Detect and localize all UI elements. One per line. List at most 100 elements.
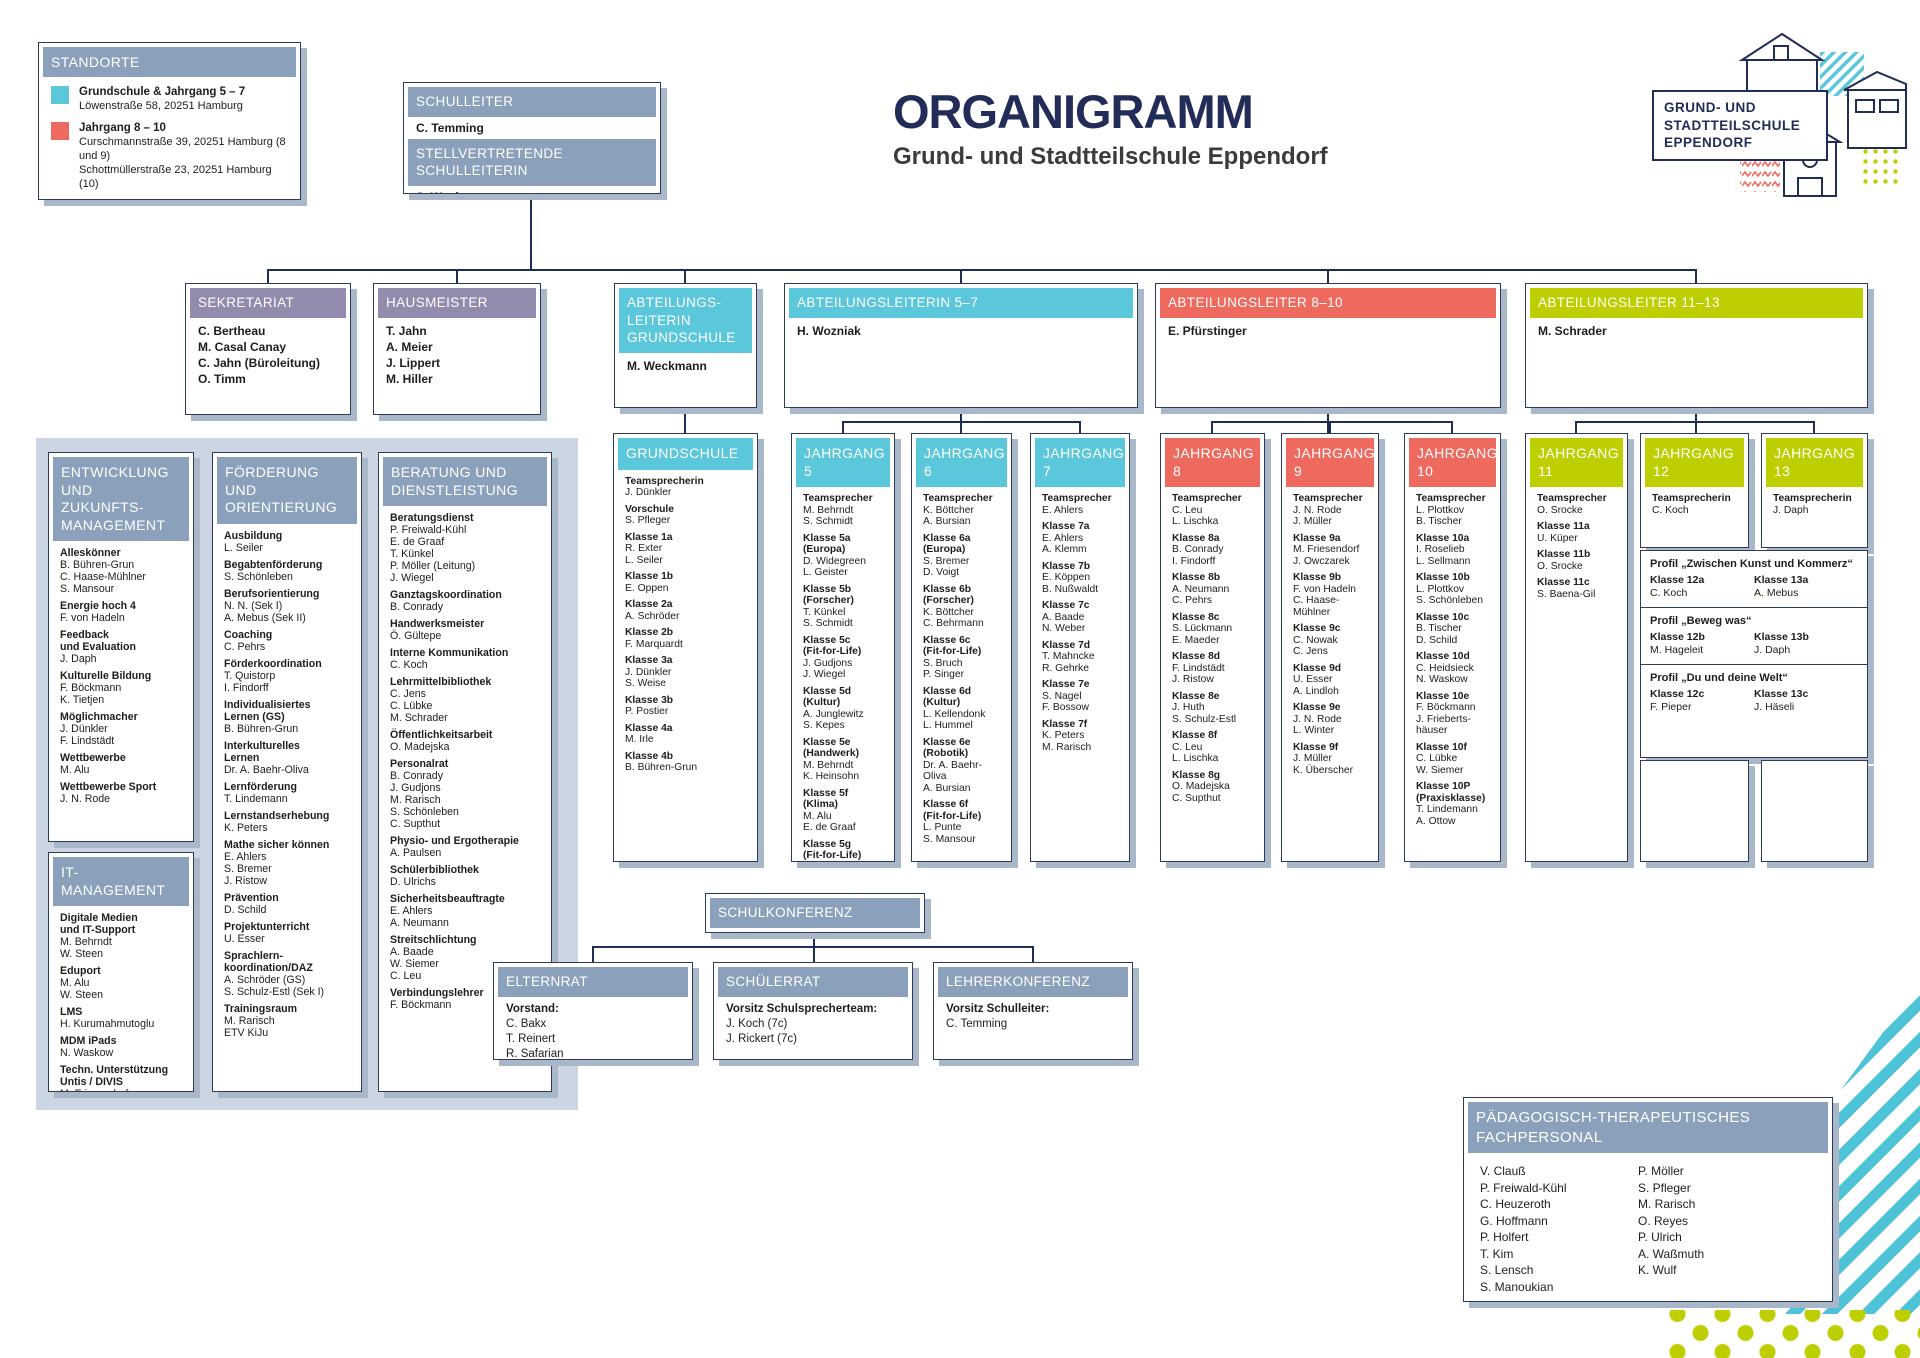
person-name: J. Dünkler [625, 666, 672, 678]
person-name: R. Exter [625, 543, 663, 554]
group-title: Teamsprecher [923, 493, 993, 504]
legend-color-swatch [51, 122, 69, 141]
person-name: T. Lindemann [1416, 804, 1478, 815]
profile-title: Profil „Beweg was“ [1650, 615, 1752, 627]
column-header-line: DIENSTLEISTUNG [391, 481, 518, 498]
person-name: A. Schröder (GS) [224, 973, 306, 986]
group-title: Wettbewerbe Sport [60, 781, 157, 793]
connector-line [1695, 408, 1697, 433]
person-name: S. Lensch [1480, 1263, 1534, 1277]
group-title: Lernstandserhebung [224, 809, 330, 822]
person-name: R. Gehrke [1042, 662, 1089, 674]
person-name: A. Waßmuth [1638, 1246, 1705, 1261]
person-name: S. Schönleben [224, 570, 293, 583]
person-name: K. Böttcher [923, 606, 974, 618]
group-title: Klasse 5d [803, 685, 852, 697]
column-header-line: JAHRGANG [804, 445, 885, 461]
person-name: S. Baena-Gil [1537, 588, 1596, 600]
group-title: Ausbildung [224, 529, 283, 542]
connector-line [1032, 947, 1034, 962]
group-title: Klasse 5b [803, 583, 852, 595]
group-title: Klasse 10a [1416, 532, 1470, 544]
column-header-line: JAHRGANG [1417, 445, 1498, 461]
class-label: Klasse 12a [1650, 574, 1705, 586]
legend-title: STANDORTE [43, 47, 296, 78]
connector-line [267, 269, 1697, 271]
box-header: SEKRETARIAT [190, 288, 346, 318]
schulleiter-name: C. Temming [416, 120, 484, 135]
box-header: LEHRERKONFERENZ [938, 967, 1128, 997]
person-name: S. Mansour [923, 833, 976, 845]
group-title: Klasse 11b [1537, 549, 1591, 560]
group-title: (Forscher) [923, 595, 974, 606]
column-header-line: UND [225, 481, 257, 498]
group-title: Klasse 11c [1537, 577, 1590, 588]
person-name: L. Lischka [1172, 753, 1219, 764]
person-name: C. Pehrs [1172, 595, 1213, 606]
person-name: B. Conrady [390, 770, 443, 782]
connector-line [1575, 421, 1815, 423]
person-name: D. Schild [1416, 634, 1458, 646]
fachpersonal-title: PÄDAGOGISCH-THERAPEUTISCHES FACHPERSONAL [1468, 1102, 1828, 1153]
group-title: Klasse 9f [1293, 741, 1339, 753]
group-title: Klasse 10b [1416, 572, 1470, 583]
person-name: L. Kellendonk [923, 708, 986, 720]
group-title: (Europa) [803, 544, 846, 555]
group-title: (Robotik) [923, 748, 969, 759]
person-name: S. Lückmann [1172, 623, 1233, 634]
column-header-line: 12 [1653, 462, 1670, 479]
empty-box-12 [1640, 760, 1749, 862]
group-title: Feedback [60, 629, 109, 641]
group-title: Handwerksmeister [390, 618, 485, 630]
profile-cell: Profil „Zwischen Kunst und Kommerz“ Klass… [1641, 551, 1867, 607]
profile-title: Profil „Zwischen Kunst und Kommerz“ [1650, 558, 1853, 570]
person-name: J. Rickert (7c) [726, 1032, 797, 1045]
column-header-line: 7 [1043, 462, 1052, 479]
group-title: Klasse 8b [1172, 572, 1221, 583]
group-title: Techn. Unterstützung [60, 1064, 169, 1076]
group-title: Klasse 11a [1537, 521, 1590, 532]
legend-label: Jahrgang 8 – 10 [79, 122, 166, 135]
column-header-line: BERATUNG UND [391, 464, 507, 480]
person-name: C. Lübke [1416, 753, 1458, 764]
person-name: A. Paulsen [390, 847, 442, 859]
person-name: P. Freiwald-Kühl [1480, 1180, 1567, 1195]
group-title: Klasse 2b [625, 627, 674, 638]
person-name: U. Esser [1293, 674, 1333, 685]
person-name: C. Jens [1293, 646, 1328, 657]
legend-address: Curschmannstraße 39, 20251 Hamburg (8 un… [79, 136, 286, 163]
person-name: K. Wulf [1638, 1263, 1677, 1277]
group-title: (Kultur) [923, 697, 961, 708]
